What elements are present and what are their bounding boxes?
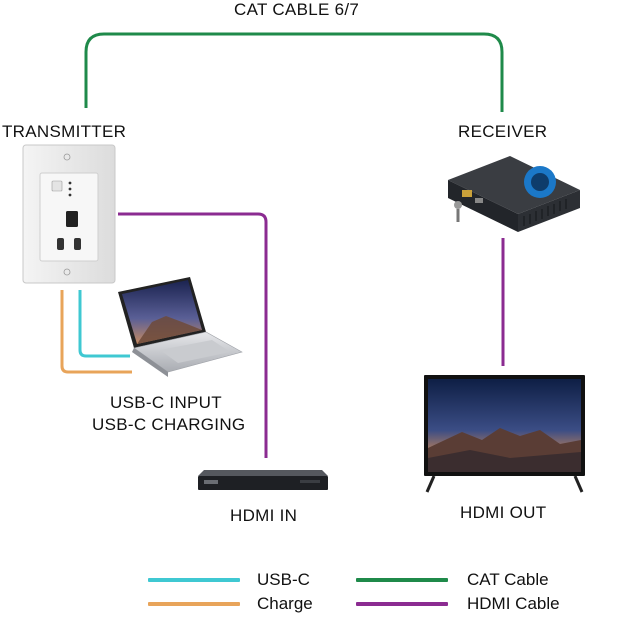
media-player-device xyxy=(198,470,328,490)
legend-hdmi-label: HDMI Cable xyxy=(467,594,560,613)
hdmi-in-label: HDMI IN xyxy=(230,506,298,525)
legend-hdmi-swatch xyxy=(356,602,448,606)
hdmi-out-label: HDMI OUT xyxy=(460,503,547,522)
transmitter-wall-plate xyxy=(22,144,116,284)
legend-charge-swatch xyxy=(148,602,240,606)
legend-cat-label: CAT Cable xyxy=(467,570,549,589)
usbc-input-label: USB-C INPUT xyxy=(110,393,222,412)
transmitter-label: TRANSMITTER xyxy=(2,122,127,141)
legend-cat-swatch xyxy=(356,578,448,582)
legend-usbc-label: USB-C xyxy=(257,570,310,589)
legend-usbc-swatch xyxy=(148,578,240,582)
cat-cable-label: CAT CABLE 6/7 xyxy=(234,0,360,19)
tv-display xyxy=(424,375,585,493)
usbc-cable-line xyxy=(78,290,130,358)
laptop-image xyxy=(118,277,243,377)
usbc-charging-label: USB-C CHARGING xyxy=(92,415,246,434)
hdmi-in-cable-line xyxy=(118,212,268,458)
receiver-label: RECEIVER xyxy=(458,122,548,141)
charge-cable-line xyxy=(60,290,132,374)
receiver-device xyxy=(448,156,580,232)
cat-cable-line xyxy=(84,32,504,112)
legend-charge-label: Charge xyxy=(257,594,313,613)
